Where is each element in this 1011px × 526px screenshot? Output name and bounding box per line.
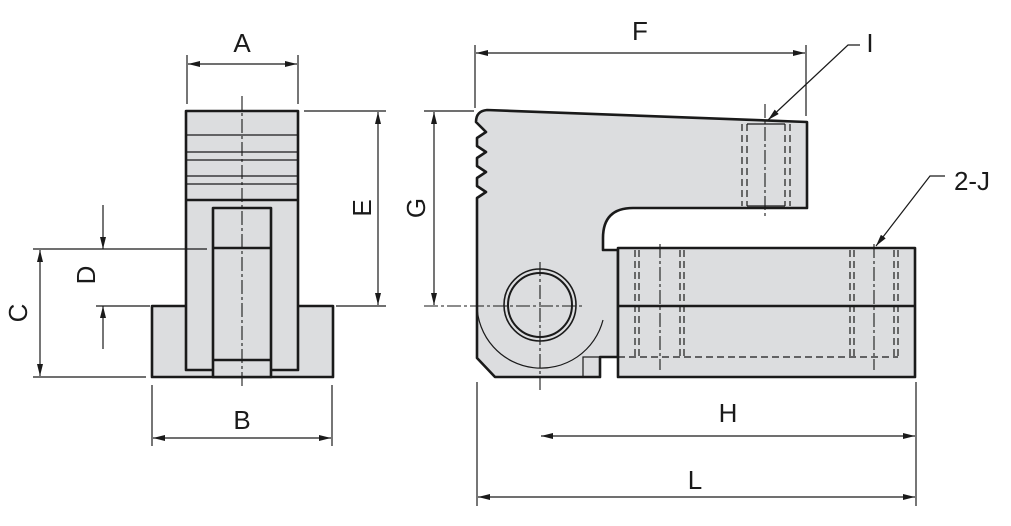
leader-I (767, 44, 860, 121)
label-I: I (866, 28, 873, 58)
label-L: L (688, 465, 702, 495)
label-B: B (233, 405, 250, 435)
label-H: H (719, 398, 738, 428)
label-F: F (632, 16, 648, 46)
end-view-dimensions: A B C D E (3, 28, 386, 446)
clamp-lever (474, 108, 809, 379)
end-view (150, 96, 335, 386)
label-C: C (3, 304, 33, 323)
side-view-dimensions: F G H L I 2-J (401, 16, 990, 506)
side-view (424, 104, 917, 390)
leader-2J (875, 175, 945, 247)
label-G: G (401, 198, 431, 218)
label-D: D (71, 266, 101, 285)
label-E: E (347, 199, 377, 216)
label-A: A (233, 28, 251, 58)
label-2-J: 2-J (954, 166, 990, 196)
base-block (616, 246, 917, 379)
